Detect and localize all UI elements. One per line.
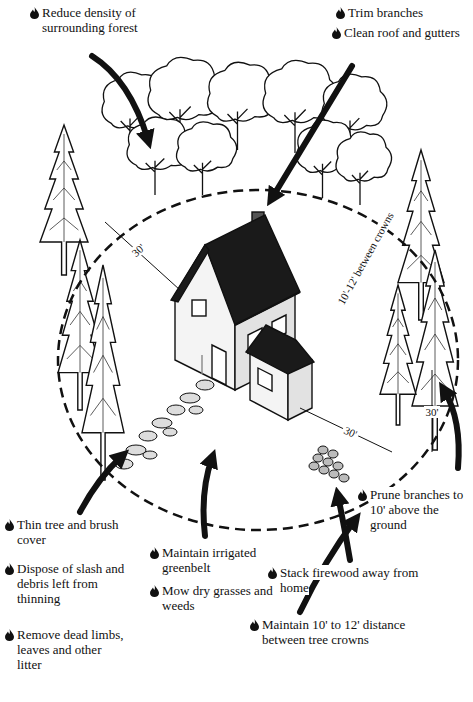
forest [40, 57, 458, 480]
stone-path [115, 380, 214, 469]
firewood-stack [309, 446, 349, 482]
flame-bullet [150, 585, 159, 597]
callout-note: Thin tree and brush cover [5, 518, 129, 548]
note-text: Dispose of slash and debris left from th… [17, 561, 124, 606]
note-text: Maintain 10' to 12' distance between tre… [262, 617, 405, 647]
house [171, 212, 314, 420]
callout-note: Clean roof and gutters [332, 26, 468, 41]
note-text: Remove dead limbs, leaves and other litt… [17, 627, 124, 672]
flame-bullet [5, 519, 14, 531]
callout-note: Reduce density of surrounding forest [30, 6, 192, 36]
dimension-lines [105, 212, 432, 452]
callout-note: Dispose of slash and debris left from th… [5, 562, 129, 607]
note-text: Mow dry grasses and weeds [162, 583, 273, 613]
note-text: Prune branches to 10' above the ground [370, 487, 463, 532]
dimension-text: 30' [127, 239, 148, 259]
note-text: Stack firewood away from home [280, 565, 418, 595]
note-text: Clean roof and gutters [344, 25, 460, 40]
flame-bullet [5, 629, 14, 641]
dimension-label: 30' [339, 422, 361, 443]
dimension-text: 30' [340, 423, 360, 441]
callout-note: Maintain 10' to 12' distance between tre… [250, 618, 412, 648]
callout-note: Stack firewood away from home [268, 566, 430, 596]
dimension-text: 10'-12' between crowns [334, 208, 397, 308]
callout-note: Remove dead limbs, leaves and other litt… [5, 628, 129, 673]
callout-note: Trim branches [336, 6, 468, 21]
note-text: Thin tree and brush cover [17, 517, 118, 547]
flame-bullet [358, 489, 367, 501]
flame-bullet [5, 563, 14, 575]
flame-bullet [332, 27, 341, 39]
flame-bullet [336, 7, 345, 19]
flame-bullet [30, 7, 39, 19]
note-text: Reduce density of surrounding forest [42, 5, 138, 35]
note-text: Trim branches [348, 5, 423, 20]
flame-bullet [250, 619, 259, 631]
dimension-label: 30' [424, 405, 441, 420]
callout-note: Prune branches to 10' above the ground [358, 488, 468, 533]
dimension-label: 10'-12' between crowns [333, 207, 398, 308]
dimension-text: 30' [424, 406, 441, 418]
defensible-space-ring [58, 190, 458, 530]
flame-bullet [268, 567, 277, 579]
flame-bullet [150, 547, 159, 559]
note-text: Maintain irrigated greenbelt [162, 545, 256, 575]
dimension-label: 30' [127, 239, 150, 261]
callout-note: Mow dry grasses and weeds [150, 584, 292, 614]
